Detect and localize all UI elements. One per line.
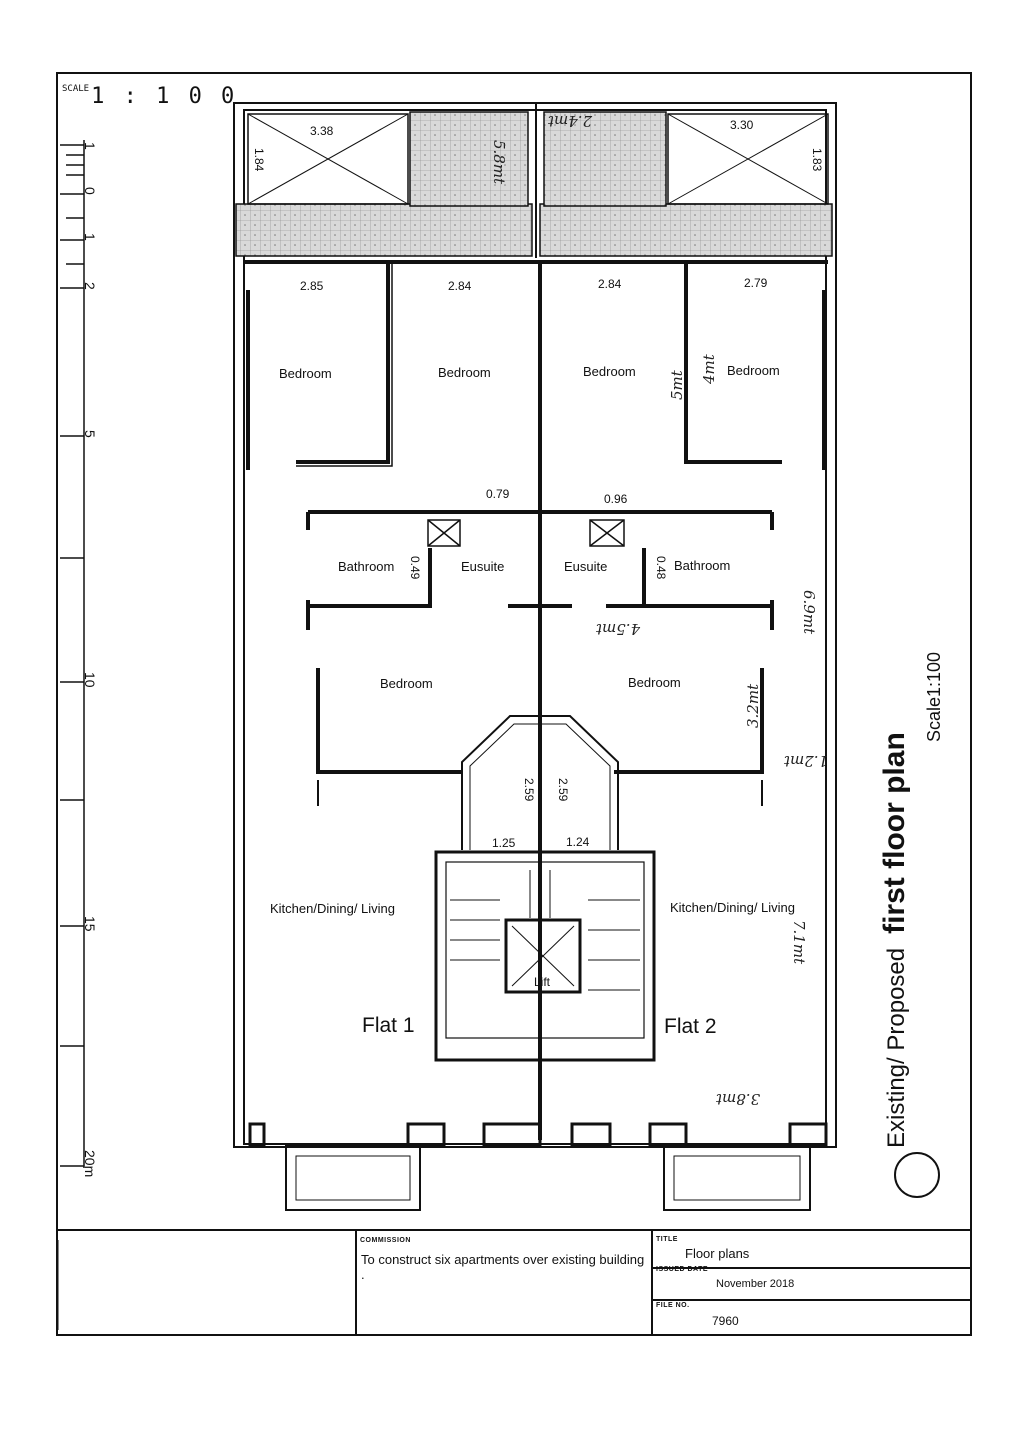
title-caption: TITLE xyxy=(656,1236,678,1243)
room-label-ensuite: Eusuite xyxy=(564,559,608,574)
drawing-scale: Scale1:100 xyxy=(924,651,944,742)
title-value: Floor plans xyxy=(685,1246,750,1261)
room-label-bedroom: Bedroom xyxy=(628,675,681,690)
commission-value: To construct six apartments over existin… xyxy=(361,1252,645,1282)
date-caption: ISSUED DATE xyxy=(656,1266,709,1273)
dim-balcony-right-width: 3.30 xyxy=(728,118,756,132)
dim-corridor-right: 0.96 xyxy=(602,492,630,506)
dim-room-width-4: 2.79 xyxy=(742,276,770,290)
title-block xyxy=(56,1229,972,1336)
north-arrow-circle xyxy=(894,1152,940,1198)
room-label-bedroom: Bedroom xyxy=(438,365,491,380)
handwritten-note: 5.8mt xyxy=(490,140,508,185)
dim-stair-left-width: 1.25 xyxy=(490,836,518,850)
handwritten-note: 3.2mt xyxy=(744,683,762,728)
dim-room-width-1: 2.85 xyxy=(298,279,326,293)
dim-stair-left-depth: 2.59 xyxy=(522,776,536,804)
dim-room-width-3: 2.84 xyxy=(596,277,624,291)
dim-balcony-left-width: 3.38 xyxy=(308,124,336,138)
handwritten-note: 3.8mt xyxy=(716,1090,761,1108)
scale-label: 10 xyxy=(82,672,98,688)
dim-duct-right: 0.48 xyxy=(654,554,668,582)
room-label-bedroom: Bedroom xyxy=(279,366,332,381)
flat-label: Flat 1 xyxy=(362,1014,415,1037)
room-label-kitchen: Kitchen/Dining/ Living xyxy=(270,901,396,916)
dim-balcony-left-depth: 1.84 xyxy=(252,146,266,174)
room-label-kitchen: Kitchen/Dining/ Living xyxy=(670,900,796,915)
room-label-bathroom: Bathroom xyxy=(674,558,731,573)
handwritten-note: 2.4mt xyxy=(548,112,593,130)
scale-value: 1 : 1 0 0 xyxy=(91,84,238,109)
handwritten-note: 4.5mt xyxy=(596,620,641,638)
scale-label: 20m xyxy=(82,1150,98,1178)
dim-stair-right-depth: 2.59 xyxy=(556,776,570,804)
service-ducts xyxy=(427,519,625,547)
handwritten-note: 6.9mt xyxy=(800,590,818,635)
scale-label: 0 xyxy=(82,187,98,195)
room-label-bedroom: Bedroom xyxy=(583,364,636,379)
building-outline xyxy=(233,102,837,1148)
dim-corridor-left: 0.79 xyxy=(484,487,512,501)
drawing-title: Existing/ Proposed first floor plan xyxy=(878,732,912,1148)
flat-label: Flat 2 xyxy=(664,1015,717,1038)
stair-core xyxy=(434,715,656,1062)
room-label-lift: Lift xyxy=(534,975,551,989)
drawing-title-prefix: Existing/ Proposed xyxy=(883,947,910,1148)
scale-label: 15 xyxy=(82,916,98,932)
scale-label: 2 xyxy=(82,282,98,290)
room-label-bedroom: Bedroom xyxy=(380,676,433,691)
interior-walls xyxy=(244,260,828,1140)
date-value: November 2018 xyxy=(716,1278,795,1290)
front-balconies xyxy=(235,111,833,257)
dim-duct-left: 0.49 xyxy=(408,554,422,582)
dim-stair-right-width: 1.24 xyxy=(564,835,592,849)
handwritten-note: 5mt xyxy=(668,370,686,400)
drawing-title-main: first floor plan xyxy=(878,732,911,934)
room-label-bathroom: Bathroom xyxy=(338,559,395,574)
handwritten-note: 1.2mt xyxy=(784,752,829,770)
scale-header: SCALE1 : 1 0 0 xyxy=(62,84,237,109)
scale-bar xyxy=(60,140,85,1168)
scale-label: 5 xyxy=(82,430,98,438)
handwritten-note: 4mt xyxy=(700,354,718,384)
dim-balcony-right-depth: 1.83 xyxy=(810,146,824,174)
file-caption: FILE NO. xyxy=(656,1302,690,1309)
handwritten-note: 7.1mt xyxy=(790,920,808,965)
room-label-ensuite: Eusuite xyxy=(461,559,505,574)
dim-room-width-2: 2.84 xyxy=(446,279,474,293)
scale-label: 1 xyxy=(82,142,98,150)
scale-label: 1 xyxy=(82,233,98,241)
scale-caption: SCALE xyxy=(62,84,90,94)
room-label-bedroom: Bedroom xyxy=(727,363,780,378)
rear-wall xyxy=(248,1122,828,1211)
commission-caption: COMMISSION xyxy=(360,1237,411,1244)
file-value: 7960 xyxy=(712,1314,739,1328)
drawing-frame xyxy=(56,72,972,1336)
